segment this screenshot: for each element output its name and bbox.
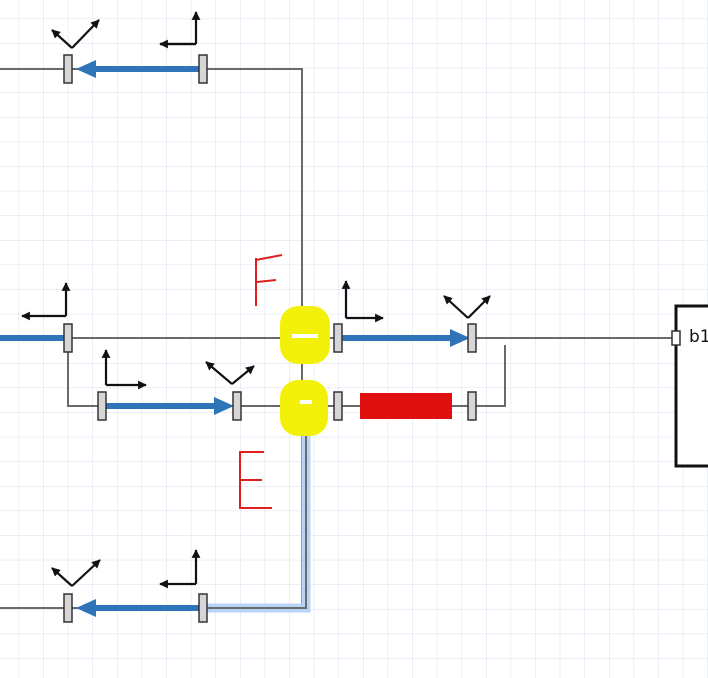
port-connector-icon[interactable] xyxy=(333,323,343,353)
block-b[interactable]: b1 xyxy=(671,304,708,468)
port-connector-icon[interactable] xyxy=(63,323,73,353)
port-connector-icon[interactable] xyxy=(467,391,477,421)
flow-arrow-head-icon xyxy=(76,599,96,617)
hand-letter-f xyxy=(255,254,283,306)
highlight-e xyxy=(280,380,328,436)
port-connector-icon[interactable] xyxy=(671,330,681,346)
hand-letter-e xyxy=(239,451,272,509)
coordinate-frame-icon xyxy=(159,11,201,49)
port-connector-icon[interactable] xyxy=(333,391,343,421)
port-connector-icon[interactable] xyxy=(467,323,477,353)
flow-arrows xyxy=(0,60,470,617)
coordinate-frame-icon xyxy=(159,549,201,589)
coordinate-frame-icon xyxy=(101,349,147,390)
body-block-icon[interactable] xyxy=(360,393,452,419)
coordinate-frames xyxy=(21,11,491,589)
coordinate-frame-icon xyxy=(205,361,255,385)
port-connector-icon[interactable] xyxy=(63,54,73,84)
coordinate-frame-icon xyxy=(341,280,384,323)
port-connector-icon[interactable] xyxy=(63,593,73,623)
hand-annotations: F E xyxy=(239,254,283,509)
highlight-gaps xyxy=(292,334,318,404)
flow-arrow-head-icon xyxy=(76,60,96,78)
coordinate-frame-icon xyxy=(51,559,101,587)
coordinate-frame-icon xyxy=(51,19,100,49)
port-connector-icon[interactable] xyxy=(232,391,242,421)
coordinate-frame-icon xyxy=(21,282,71,321)
block-b-frame[interactable] xyxy=(674,304,708,468)
port-connector-icon[interactable] xyxy=(198,54,208,84)
flow-arrow-head-icon xyxy=(450,329,470,347)
port-connector-icon[interactable] xyxy=(198,593,208,623)
flow-arrow-head-icon xyxy=(214,397,234,415)
ports xyxy=(63,54,477,623)
block-b-label: b1 xyxy=(689,327,708,347)
coordinate-frame-icon xyxy=(443,295,491,319)
highlighted-wire-e[interactable] xyxy=(200,408,311,613)
port-connector-icon[interactable] xyxy=(97,391,107,421)
